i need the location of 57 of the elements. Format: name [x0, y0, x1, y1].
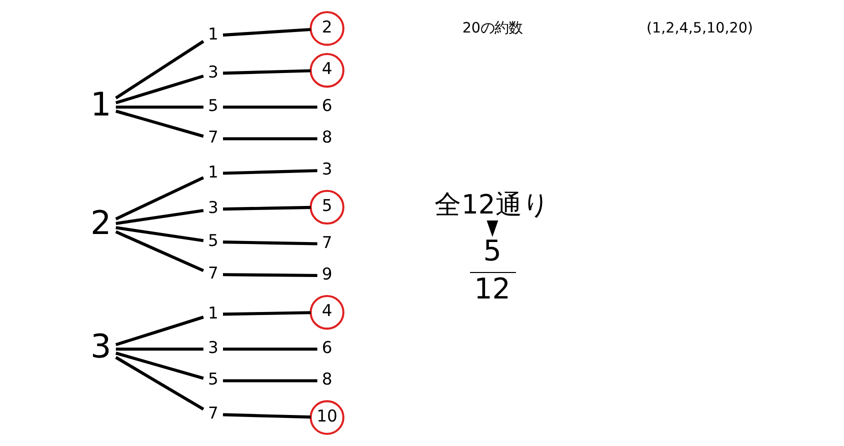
connector [115, 110, 204, 138]
connector [222, 311, 311, 316]
label: (1,2,4,5,10,20) [646, 20, 753, 36]
connector [223, 137, 318, 140]
node-circle: 10 [310, 400, 344, 435]
node-label: 12 [474, 271, 510, 306]
node-label: 5 [483, 234, 502, 268]
connector [222, 240, 318, 246]
connector [222, 69, 311, 75]
node-text: 3 [208, 338, 218, 357]
connector [115, 230, 204, 272]
node-text: 3 [208, 62, 218, 82]
node-text: 全12通り [434, 190, 550, 221]
node-circle: 4 [310, 53, 344, 88]
node-text: 9 [322, 264, 332, 284]
connector [222, 413, 311, 419]
node-circle: 5 [310, 190, 344, 225]
connector [115, 40, 204, 100]
node-text: 3 [208, 198, 218, 218]
node-text: 1 [90, 85, 112, 124]
connector [222, 169, 318, 175]
node-text: 5 [208, 370, 218, 389]
node-text: 1 [208, 24, 218, 44]
connector [115, 356, 204, 411]
node-text: 6 [322, 338, 332, 357]
node-text: 8 [322, 370, 332, 389]
node-text: 2 [90, 204, 112, 242]
connector [222, 206, 311, 211]
connector [222, 28, 311, 37]
node-text: 5 [208, 96, 218, 115]
connector [223, 106, 318, 109]
node-text: 3 [322, 159, 332, 178]
node-circle: 4 [310, 294, 344, 330]
connector [115, 352, 204, 380]
node-text: 3 [90, 327, 112, 366]
connector [115, 74, 204, 104]
connector [116, 348, 204, 351]
connector [116, 106, 204, 109]
node-text: 7 [322, 232, 332, 252]
connector [222, 273, 318, 278]
node-text: 8 [322, 128, 332, 147]
label: 20の約数 [462, 20, 523, 36]
connector [116, 209, 204, 225]
node-text: 7 [208, 128, 218, 147]
connector [115, 176, 204, 220]
node-text: 5 [208, 230, 218, 250]
node-circle: 2 [310, 11, 344, 46]
connector [223, 348, 318, 351]
node-text: 1 [208, 162, 218, 182]
node-text: 7 [208, 403, 218, 422]
node-text: 1 [208, 303, 218, 322]
node-text: 7 [208, 263, 218, 282]
connector [223, 379, 318, 382]
node-text: 6 [322, 96, 332, 115]
connector [116, 226, 204, 242]
connector [115, 316, 204, 346]
arrow [486, 220, 498, 237]
